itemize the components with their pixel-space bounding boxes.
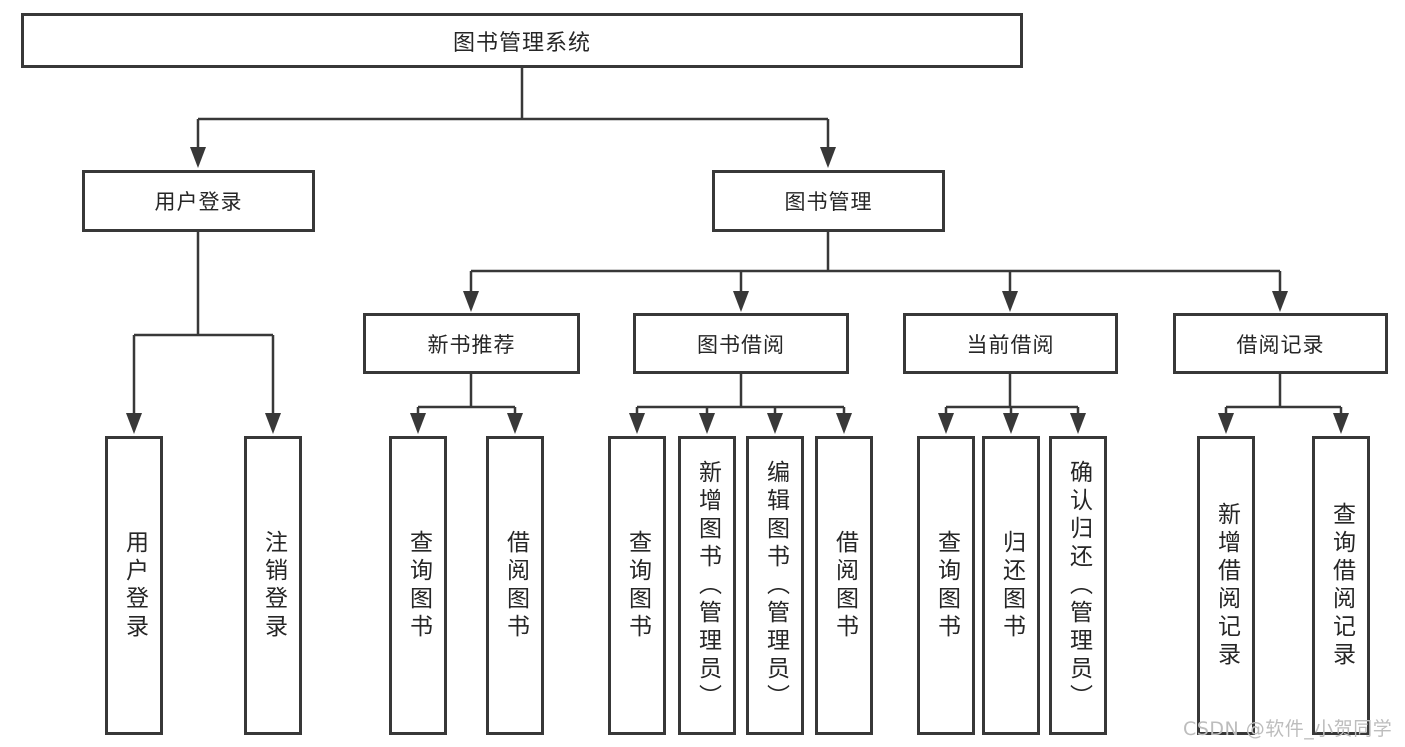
node-leaf-add-book-admin: 新增图书（管理员）	[678, 436, 736, 735]
node-leaf-edit-book-admin: 编辑图书（管理员）	[746, 436, 804, 735]
node-leaf-query-books-current: 查询图书	[917, 436, 975, 735]
node-user-login-group: 用户登录	[82, 170, 315, 232]
node-book-management-label: 图书管理	[784, 190, 873, 214]
node-leaf-query-books-borrow: 查询图书	[608, 436, 666, 735]
node-leaf-add-borrow-record: 新增借阅记录	[1197, 436, 1255, 735]
node-leaf-logout-label: 注销登录	[260, 529, 287, 642]
node-leaf-add-borrow-record-label: 新增借阅记录	[1213, 501, 1240, 670]
node-book-management: 图书管理	[712, 170, 945, 232]
node-leaf-borrow-books-borrow: 借阅图书	[815, 436, 873, 735]
node-new-book-recommend-label: 新书推荐	[427, 332, 516, 357]
node-user-login-group-label: 用户登录	[154, 190, 243, 214]
node-book-borrowing: 图书借阅	[633, 313, 849, 374]
node-book-borrowing-label: 图书借阅	[697, 332, 785, 357]
connector-paths	[132, 68, 1343, 418]
node-root-system-label: 图书管理系统	[452, 30, 591, 56]
node-current-borrowing-label: 当前借阅	[966, 332, 1055, 357]
node-leaf-borrow-books-rec-label: 借阅图书	[502, 529, 529, 642]
node-leaf-borrow-books-rec: 借阅图书	[486, 436, 544, 735]
node-current-borrowing: 当前借阅	[903, 313, 1118, 374]
node-leaf-confirm-return-admin-label: 确认归还（管理员）	[1065, 459, 1092, 712]
node-root-system: 图书管理系统	[21, 13, 1023, 68]
node-leaf-query-borrow-record: 查询借阅记录	[1312, 436, 1370, 735]
node-leaf-user-login: 用户登录	[105, 436, 163, 735]
node-leaf-logout: 注销登录	[244, 436, 302, 735]
node-leaf-query-borrow-record-label: 查询借阅记录	[1328, 501, 1355, 670]
node-leaf-return-books: 归还图书	[982, 436, 1040, 735]
node-new-book-recommend: 新书推荐	[363, 313, 580, 374]
node-leaf-user-login-label: 用户登录	[121, 529, 148, 642]
watermark: CSDN @软件_小贺同学	[1183, 718, 1393, 740]
node-borrowing-records-label: 借阅记录	[1236, 332, 1325, 357]
node-leaf-return-books-label: 归还图书	[998, 529, 1025, 642]
arrowheads	[126, 147, 1349, 434]
node-leaf-query-books-current-label: 查询图书	[933, 529, 960, 642]
node-borrowing-records: 借阅记录	[1173, 313, 1388, 374]
node-leaf-query-books-rec: 查询图书	[389, 436, 447, 735]
node-leaf-confirm-return-admin: 确认归还（管理员）	[1049, 436, 1107, 735]
node-leaf-query-books-borrow-label: 查询图书	[624, 529, 651, 642]
node-leaf-edit-book-admin-label: 编辑图书（管理员）	[762, 459, 789, 712]
node-leaf-query-books-rec-label: 查询图书	[405, 529, 432, 642]
node-leaf-add-book-admin-label: 新增图书（管理员）	[694, 459, 721, 712]
node-leaf-borrow-books-borrow-label: 借阅图书	[831, 529, 858, 642]
